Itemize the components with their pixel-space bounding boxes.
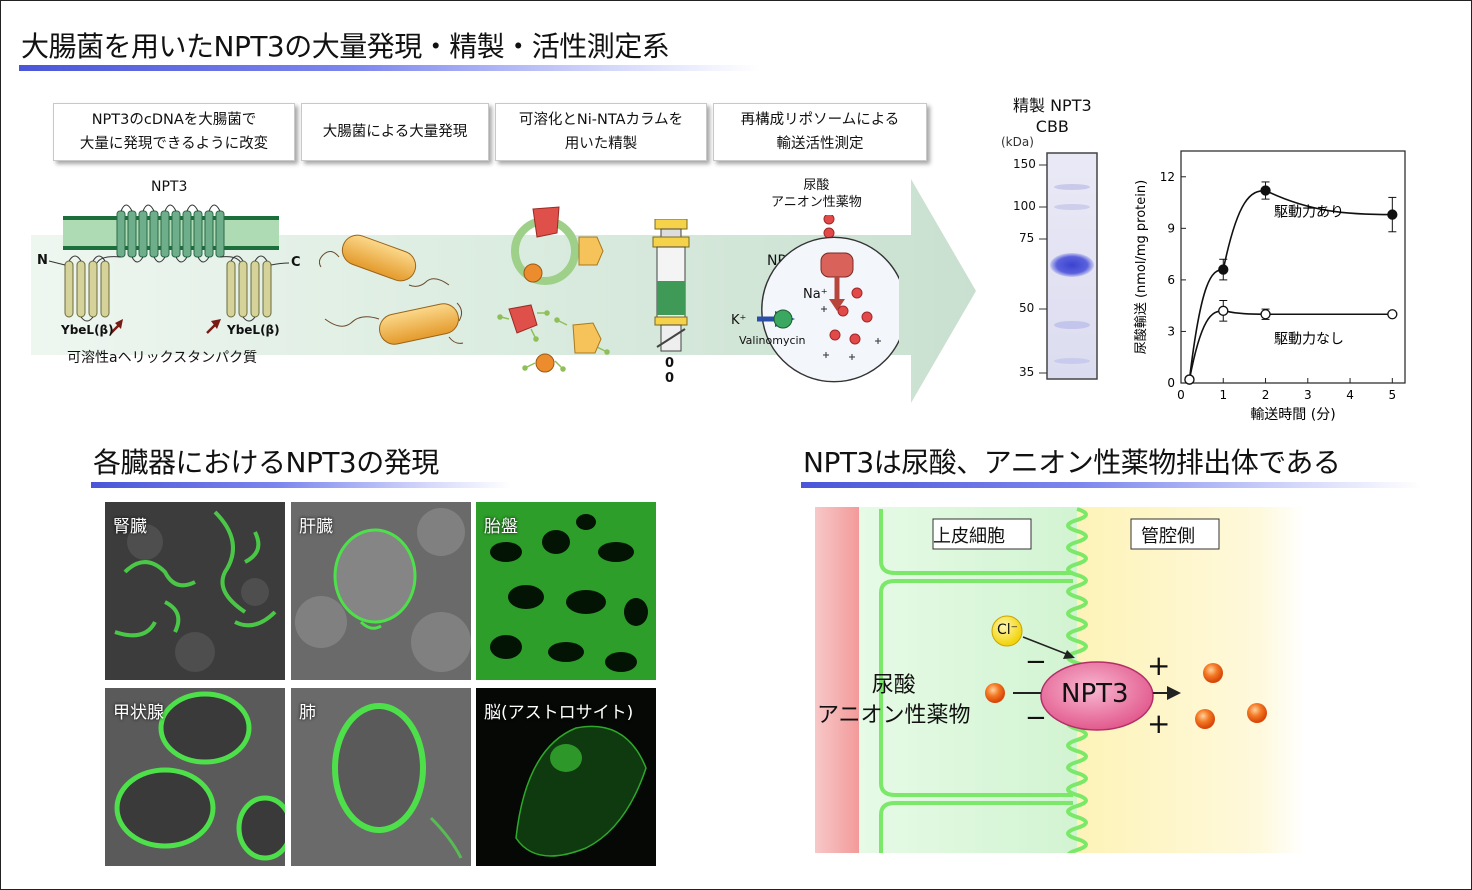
gel-title-line2: CBB [1035,117,1069,136]
plot-frame [1180,150,1406,384]
data-point [1260,309,1271,320]
gel-marker-150: 150 [1013,157,1036,171]
series-label-with-driving-force: 駆動力あり [1274,204,1344,220]
gel-title-line1: 精製 NPT3 [1013,96,1092,115]
chloride-label: Cl⁻ [997,622,1019,638]
x-tick-label: 4 [1346,388,1354,402]
section-title-model: NPT3は尿酸、アニオン性薬物排出体である [803,446,1341,479]
tile-label-liver: 肝臓 [299,517,333,537]
y-tick-label: 12 [1160,170,1175,184]
liposome-diagram [757,215,899,383]
micrograph-placenta: 胎盤 [476,502,656,680]
y-tick-label: 6 [1167,273,1175,287]
title-underline-model [801,482,1421,488]
column-fraction-top: 0 [665,356,675,371]
sds-page-gel [1039,152,1098,380]
title-underline-organs [91,482,511,488]
npt3-transporter-label: NPT3 [1061,679,1129,709]
step-liposome-assay: 再構成リポソームによる 輸送活性測定 [713,103,927,161]
npt3-construct-label: NPT3 [151,179,188,195]
x-tick-label: 2 [1262,388,1270,402]
epithelial-cell-label: 上皮細胞 [933,526,1005,547]
x-tick-label: 0 [1177,388,1185,402]
x-axis-label: 輸送時間 (分) [1250,407,1335,423]
y-axis-label: 尿酸輸送 (nmol/mg protein) [1134,180,1149,354]
epithelial-model-diagram [815,507,1305,853]
tile-label-kidney: 腎臓 [113,517,147,537]
liposome-substrate-label: 尿酸 アニオン性薬物 [771,178,862,210]
npt3-construct-diagram [48,204,290,334]
section-title-expression: 大腸菌を用いたNPT3の大量発現・精製・活性測定系 [21,30,670,63]
helix-protein-caption: 可溶性aヘリックスタンパク質 [67,350,258,366]
micrograph-kidney: 腎臓 [105,502,285,680]
micrograph-brain-astrocyte: 脳(アストロサイト) [476,688,656,866]
tile-label-lung: 肺 [299,703,316,723]
y-tick-label: 0 [1167,376,1175,390]
column-fraction-bottom: 0 [665,371,675,386]
ybel-right-label: YbeL(β) [227,323,280,337]
ni-nta-column [652,219,690,352]
valinomycin-label: Valinomycin [739,334,806,347]
micrograph-thyroid: 甲状腺 [105,688,285,866]
data-point [1218,305,1229,316]
x-tick-label: 5 [1389,388,1397,402]
data-point [1260,185,1271,196]
series-line-2 [1188,310,1393,380]
title-underline-expression [19,65,759,71]
sodium-label: Na⁺ [803,287,828,302]
series-label-without-driving-force: 駆動力なし [1274,331,1344,347]
gel-marker-75: 75 [1019,231,1035,245]
n-terminus-label: N [37,253,48,268]
plus-sign-top: + [1147,649,1171,682]
tile-label-thyroid: 甲状腺 [113,703,164,723]
minus-sign-top: − [1025,647,1047,677]
micrograph-lung: 肺 [291,688,471,866]
lumen-side-label: 管腔側 [1141,526,1195,547]
section-title-organs: 各臓器におけるNPT3の発現 [93,446,439,479]
c-terminus-label: C [291,255,301,270]
gel-marker-35: 35 [1019,365,1035,379]
step-solubilize-purify: 可溶化とNi-NTAカラムを 用いた精製 [495,103,707,161]
micrograph-liver: 肝臓 [291,502,471,680]
plus-sign-bottom: + [1147,707,1171,740]
solubilization-illustration [497,206,610,373]
x-tick-label: 1 [1219,388,1227,402]
x-tick-label: 3 [1304,388,1312,402]
data-point [1184,374,1195,385]
gel-unit: (kDa) [1001,135,1034,149]
model-substrate-label: 尿酸 アニオン性薬物 [817,673,971,728]
minus-sign-bottom: − [1025,703,1047,733]
series-line-1 [1188,189,1393,380]
step-modify-cdna: NPT3のcDNAを大腸菌で 大量に発現できるように改変 [53,103,295,161]
tile-label-brain: 脳(アストロサイト) [484,703,634,723]
gel-marker-100: 100 [1013,199,1036,213]
potassium-label: K⁺ [731,313,747,328]
ecoli-illustration [319,234,464,345]
gel-marker-50: 50 [1019,301,1035,315]
step-mass-expression: 大腸菌による大量発現 [301,103,489,161]
y-tick-label: 9 [1167,221,1175,235]
tile-label-placenta: 胎盤 [484,517,518,537]
ybel-left-label: YbeL(β) [61,323,114,337]
data-point [1387,209,1398,220]
data-point [1218,264,1229,275]
data-point [1387,309,1398,320]
y-tick-label: 3 [1167,324,1175,338]
